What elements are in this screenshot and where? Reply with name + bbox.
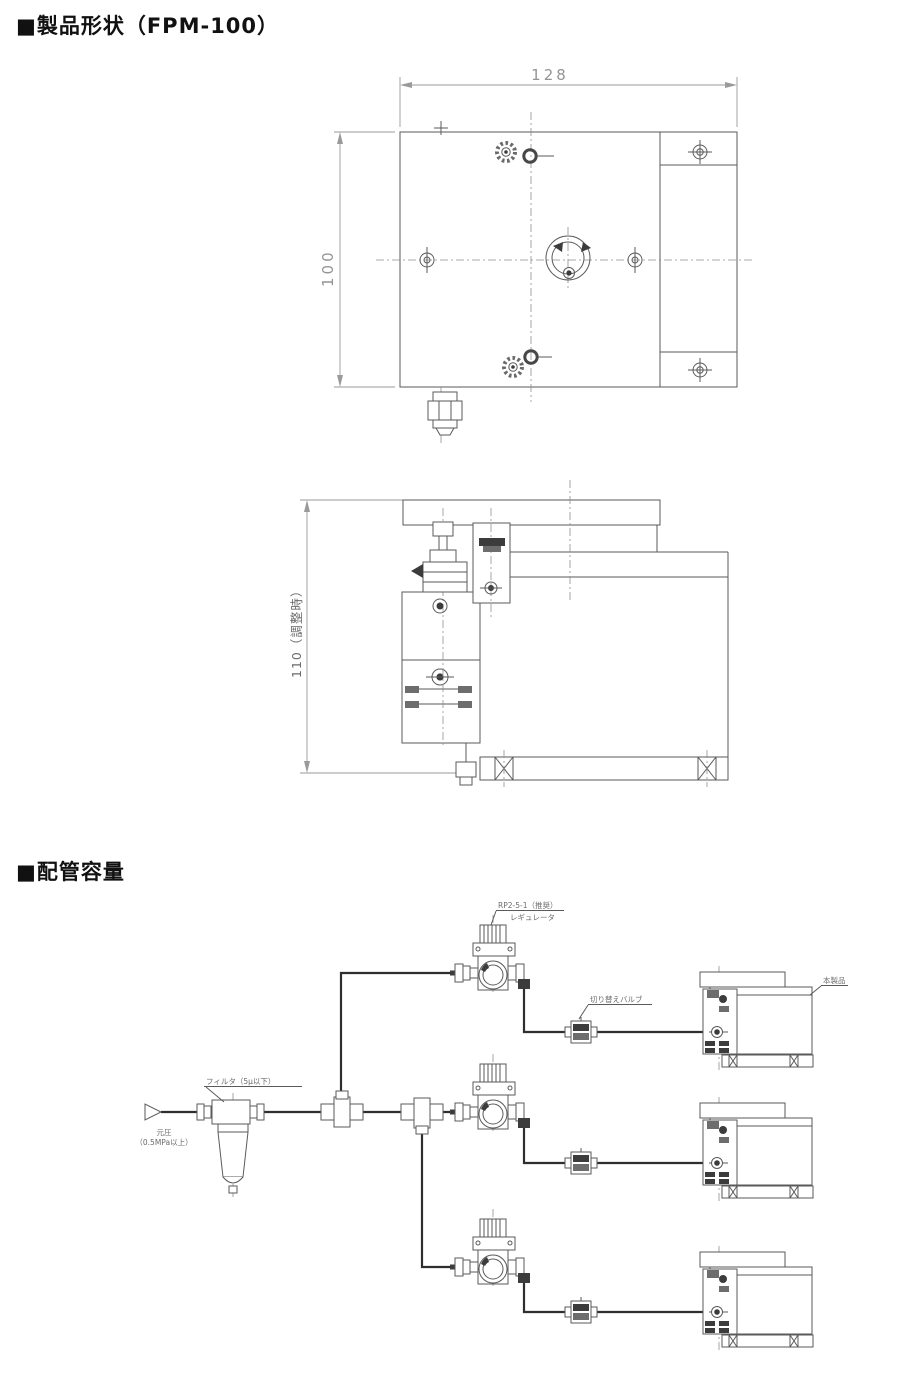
base-bolt-right [697,750,717,787]
product-unit-3 [699,1246,814,1352]
switch-valve-3 [564,1297,598,1324]
port-fitting-bottom [502,349,552,378]
left-column-block [401,591,481,744]
port-fitting-top [495,141,554,164]
regulator-1 [450,915,530,995]
mount-hole-bottom-right [688,358,712,382]
bottom-small-fitting [455,743,477,786]
regulator-2 [450,1054,530,1134]
valve-label: 切り替えバルブ [590,994,643,1004]
section-heading-product-shape: ■製品形状（FPM-100） [16,14,280,38]
filter-label: フィルタ（5μ以下） [206,1077,275,1086]
piping-diagram: 元圧 （0.5MPa以上） フィルタ（5μ以下） [135,900,848,1352]
air-inlet: 元圧 （0.5MPa以上） [135,1103,193,1147]
base-bolt-left [494,750,514,787]
second-column-assembly [472,508,511,620]
product-unit-1 [699,966,814,1072]
regulator-labels: RP2-5-1（推奨） レギュレータ [490,900,564,926]
regulator-3 [450,1209,530,1289]
inlet-label-line2: （0.5MPa以上） [135,1138,192,1147]
dim-text-110: 110（調整時） [289,584,304,678]
hole-right [627,247,643,273]
upper-valve-assembly [411,508,468,748]
unit-label: 本製品 [823,975,846,985]
switch-valve-2 [564,1148,598,1175]
side-view-drawing: 110（調整時） [289,480,729,787]
product-unit-2 [699,1097,814,1203]
switch-valve-1 [564,1017,598,1044]
dim-text-128: 128 [531,66,569,84]
tee-fitting-2 [400,1097,444,1135]
top-view-drawing: 128 100 [319,66,752,445]
tee-fitting-1 [320,1090,364,1128]
dim-text-100: 100 [319,249,337,287]
unit-label-group: 本製品 [809,975,848,996]
section-heading-piping-capacity: ■配管容量 [16,860,125,884]
dimension-height-110: 110（調整時） [289,499,476,774]
dimension-width-128: 128 [399,66,738,127]
valve-label-group: 切り替えバルブ [578,994,652,1020]
dimension-height-100: 100 [319,131,395,388]
edge-cross-mark [434,121,448,135]
plate-outline [399,131,738,388]
regulator-model-label: RP2-5-1（推奨） [498,900,557,910]
mount-hole-top-right [688,140,712,164]
regulator-name-label: レギュレータ [510,913,555,922]
hole-left [419,247,435,273]
inlet-label-line1: 元圧 [157,1128,172,1137]
air-filter: フィルタ（5μ以下） [196,1077,302,1197]
bottom-connector-fitting [427,387,463,445]
center-boss [545,227,591,291]
